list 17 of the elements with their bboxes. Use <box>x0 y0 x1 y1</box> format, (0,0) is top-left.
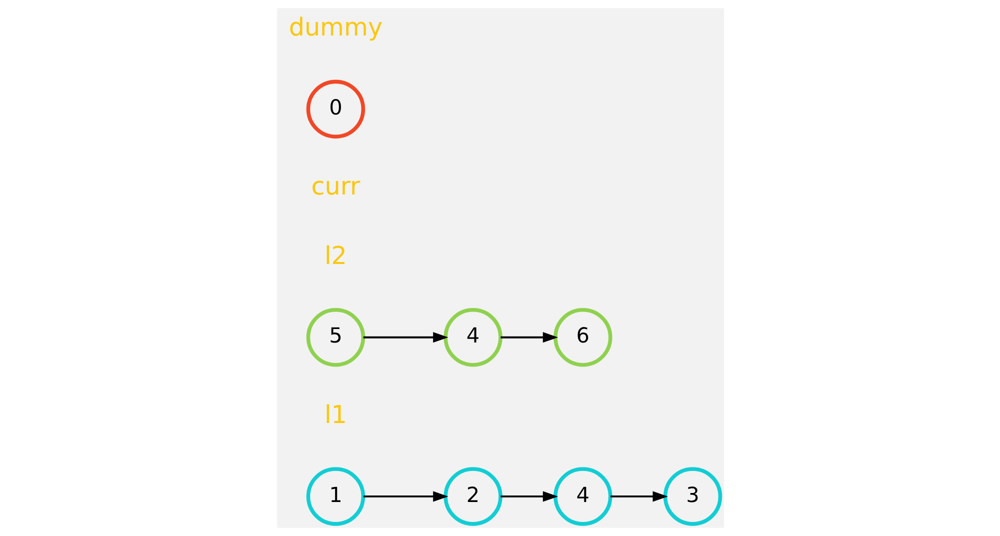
node-circle: 4 <box>553 467 612 526</box>
node-circle: 3 <box>662 467 722 526</box>
node-circle: 4 <box>443 308 502 367</box>
node-label: l2 <box>324 240 346 270</box>
node-circle: 6 <box>553 308 612 367</box>
arrow <box>610 491 668 502</box>
node-label: l1 <box>324 400 346 429</box>
node-label: dummy <box>288 12 382 42</box>
arrow <box>362 491 448 502</box>
node-circle: 5 <box>306 308 365 367</box>
node-circle: 0 <box>306 80 365 138</box>
node-label: curr <box>310 172 360 201</box>
arrow <box>500 332 558 343</box>
node-circle: 1 <box>306 467 365 526</box>
arrow <box>362 332 448 343</box>
node-circle: 2 <box>443 467 502 526</box>
arrow <box>500 491 558 502</box>
